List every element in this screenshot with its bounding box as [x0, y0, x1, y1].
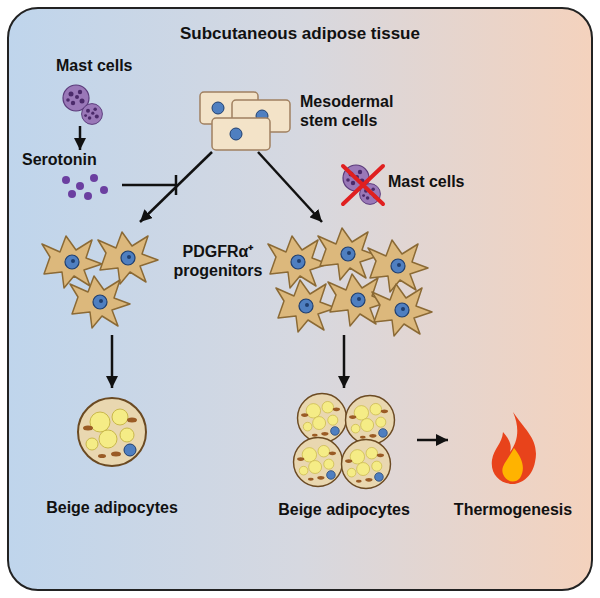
region-title: Subcutaneous adipose tissue [180, 24, 420, 44]
arrow-connector [79, 126, 82, 150]
item-label: Mast cells [56, 56, 132, 75]
labeled-item: Beige adipocytes [40, 388, 185, 520]
flame-icon [492, 412, 536, 484]
mast-cell-icons [63, 85, 102, 124]
item-label: Beige adipocytes [46, 498, 178, 517]
arrow-connector [343, 335, 346, 388]
item-label: Beige adipocytes [278, 500, 410, 519]
labeled-item: Mast cells [338, 158, 468, 208]
progenitor-cells [42, 228, 432, 336]
labeled-item: Mast cells [50, 56, 136, 126]
absent-mast-cells [343, 165, 383, 204]
serotonin-dots [62, 174, 108, 200]
labeled-item: Serotonin [18, 150, 122, 202]
beige-adipocytes [78, 394, 394, 489]
labeled-item: Mesodermal stem cells [195, 84, 414, 152]
stem-cells [200, 92, 290, 150]
tissue-panel [8, 8, 592, 590]
arrow-connector [140, 152, 212, 222]
item-label: PDGFRα⁺ progenitors [168, 242, 268, 280]
inhibition-line [122, 175, 176, 195]
item-label: Mast cells [388, 172, 464, 191]
arrow-connector [111, 335, 114, 388]
tissue-region: Subcutaneous adipose tissueMast cellsSer… [8, 8, 592, 590]
labeled-item: Thermogenesis [448, 400, 578, 521]
labeled-item: PDGFRα⁺ progenitors [35, 222, 435, 335]
item-label: Thermogenesis [454, 500, 572, 519]
labeled-item: Beige adipocytes [272, 388, 417, 521]
arrow-connector [258, 152, 322, 222]
item-label: Serotonin [22, 150, 97, 169]
arrow-connector [417, 439, 448, 442]
item-label: Mesodermal stem cells [300, 92, 410, 130]
